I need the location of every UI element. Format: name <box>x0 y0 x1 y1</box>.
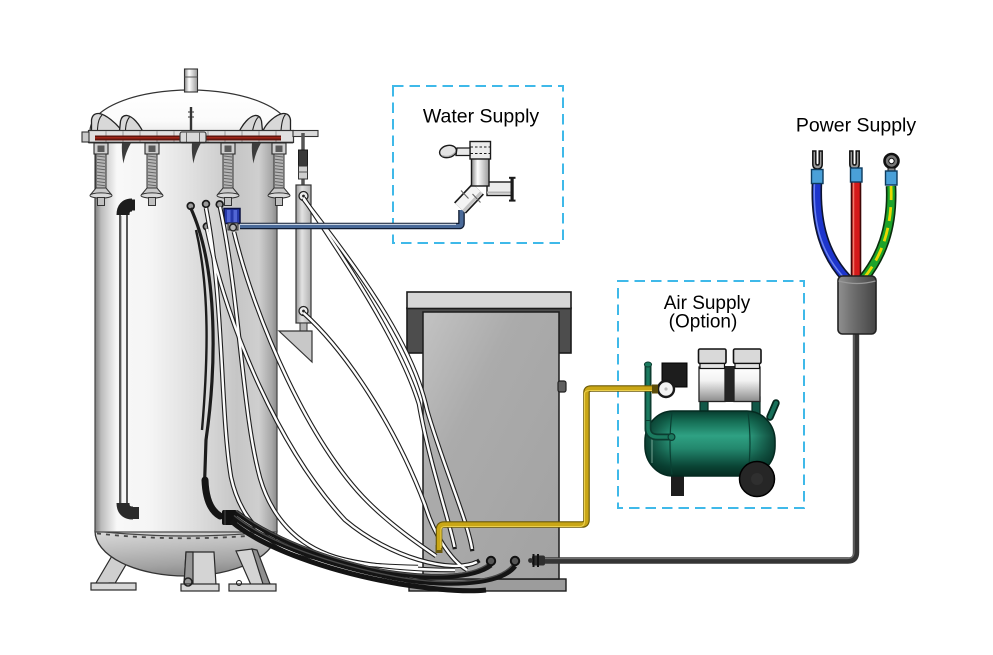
svg-text:Air Supply: Air Supply <box>664 293 751 314</box>
svg-text:Power Supply: Power Supply <box>796 115 917 137</box>
svg-text:(Option): (Option) <box>669 312 738 333</box>
svg-text:Water Supply: Water Supply <box>423 106 540 128</box>
